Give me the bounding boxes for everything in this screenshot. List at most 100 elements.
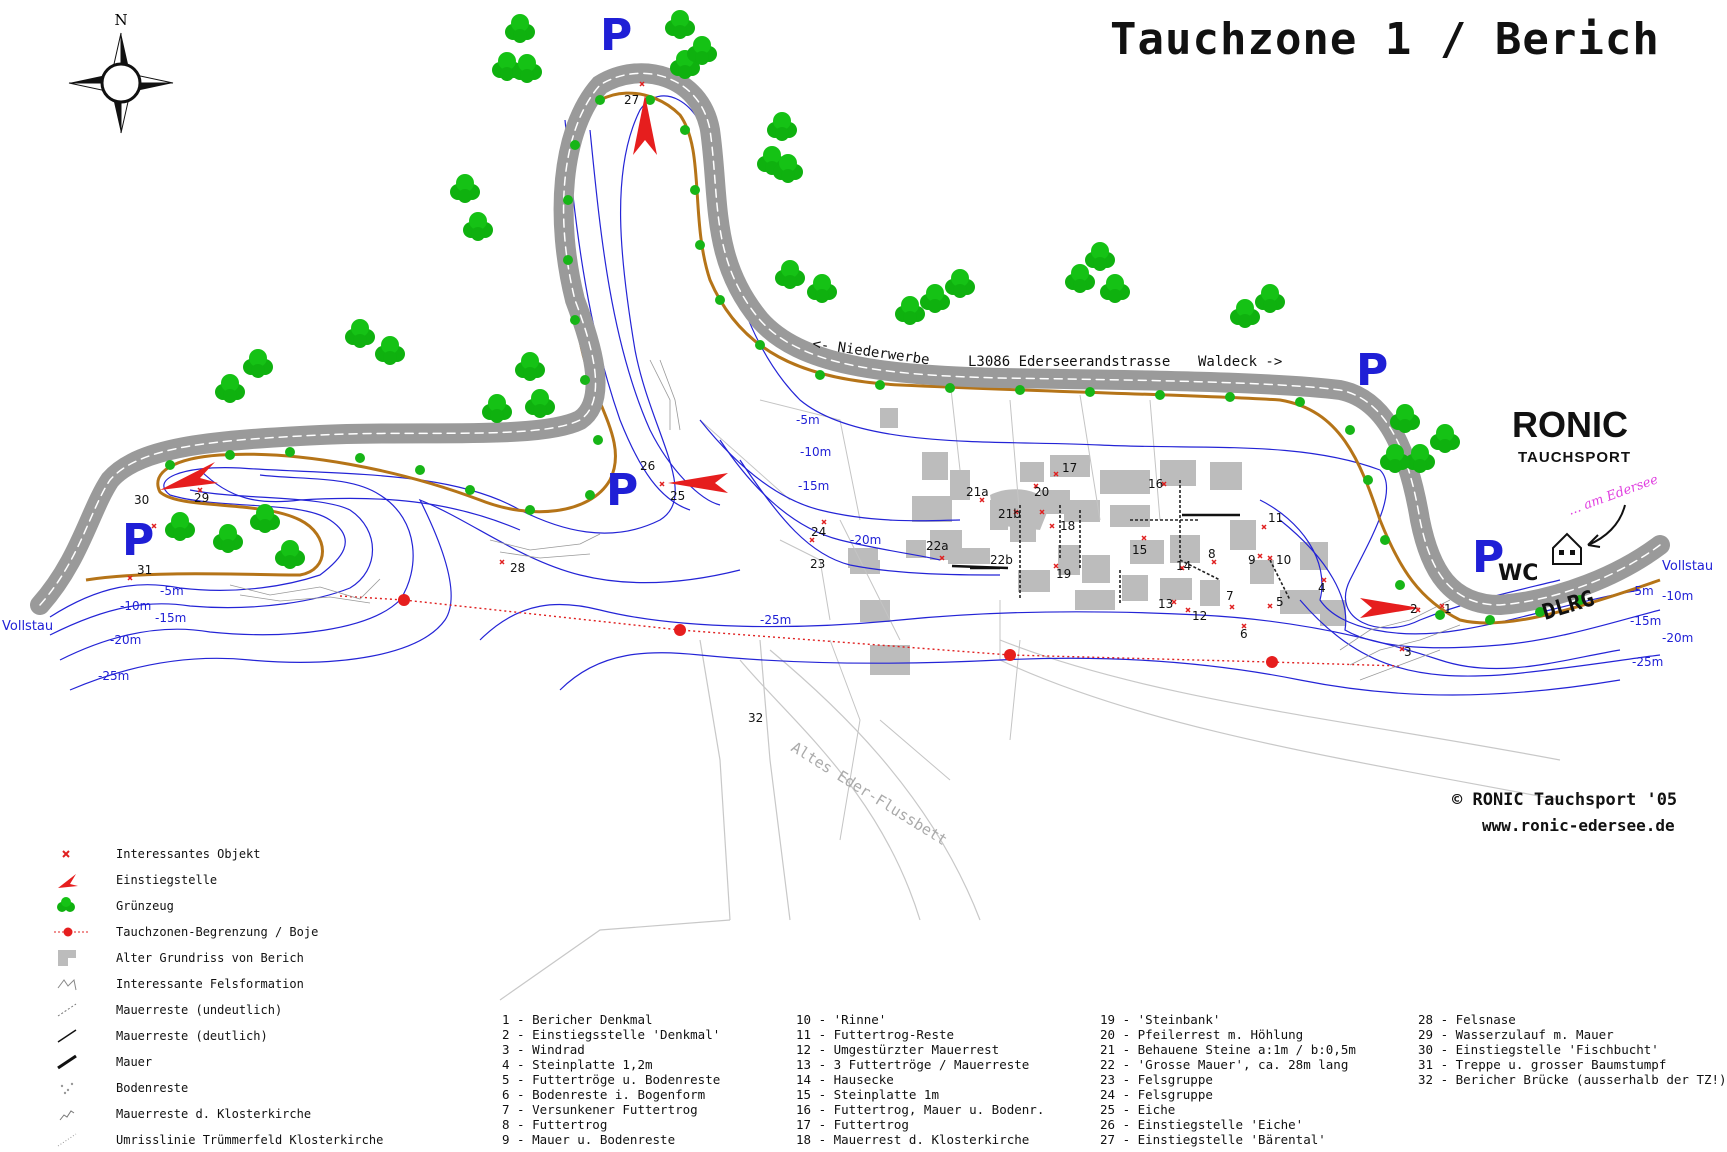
parking-label: P <box>1472 532 1504 583</box>
thick-line-icon <box>57 1054 77 1070</box>
road <box>30 63 1670 616</box>
svg-text:-10m: -10m <box>800 445 831 459</box>
map-title: Tauchzone 1 / Berich <box>1110 14 1660 65</box>
svg-text:25: 25 <box>670 489 685 503</box>
svg-text:3: 3 <box>1404 645 1412 659</box>
parking-label: P <box>606 465 638 516</box>
entry-arrow-2 <box>1360 598 1420 618</box>
church-wall-icon <box>59 1110 75 1121</box>
road-label-right: Waldeck -> <box>1198 354 1282 370</box>
svg-text:10: 10 <box>1276 553 1291 567</box>
svg-text:-15m: -15m <box>798 479 829 493</box>
parking-label: P <box>600 10 632 61</box>
outline-icon <box>57 1133 77 1147</box>
ground-plan-icon <box>58 950 76 966</box>
object-list-column: 19 - 'Steinbank'20 - Pfeilerrest m. Höhl… <box>1100 1012 1356 1147</box>
road-label-center: L3086 Ederseerandstrasse <box>968 354 1170 370</box>
svg-text:27: 27 <box>624 93 639 107</box>
parking-label: P <box>1356 345 1388 396</box>
legend-row: Mauer <box>54 1050 414 1074</box>
svg-text:16: 16 <box>1148 477 1163 491</box>
svg-text:26: 26 <box>640 459 655 473</box>
ronic-logo: RONIC <box>1512 404 1628 445</box>
svg-text:-10m: -10m <box>1662 589 1693 603</box>
svg-text:17: 17 <box>1062 461 1077 475</box>
legend-row: Interessantes Objekt <box>54 842 414 866</box>
svg-text:22a: 22a <box>926 539 949 553</box>
legend-row: Tauchzonen-Begrenzung / Boje <box>54 920 414 944</box>
svg-text:8: 8 <box>1208 547 1216 561</box>
ground-plan <box>848 408 1346 675</box>
svg-text:-5m: -5m <box>160 584 184 598</box>
pointer-arrow-icon <box>1587 504 1626 548</box>
svg-text:-25m: -25m <box>760 613 791 627</box>
buoy <box>1266 656 1278 668</box>
svg-text:-25m: -25m <box>1632 655 1663 669</box>
svg-text:32: 32 <box>748 711 763 725</box>
dots-icon <box>60 1082 74 1095</box>
river-label: Altes Eder-Flussbett <box>788 738 951 849</box>
depth-contours <box>49 95 1661 696</box>
compass-rose: N <box>68 11 174 134</box>
walls <box>951 513 1240 570</box>
entry-arrow-30 <box>160 462 218 490</box>
svg-text:-15m: -15m <box>155 611 186 625</box>
ronic-subtitle: TAUCHSPORT <box>1518 449 1632 466</box>
svg-text:12: 12 <box>1192 609 1207 623</box>
svg-text:21a: 21a <box>966 485 989 499</box>
legend-row: Bodenreste <box>54 1076 414 1100</box>
tree-icon <box>57 897 75 912</box>
rock-formations <box>229 359 1461 681</box>
svg-text:-10m: -10m <box>120 599 151 613</box>
svg-text:14: 14 <box>1176 559 1191 573</box>
legend-row: Einstiegstelle <box>54 868 414 892</box>
buoy <box>1004 649 1016 661</box>
svg-text:-20m: -20m <box>1662 631 1693 645</box>
svg-text:22b: 22b <box>990 553 1013 567</box>
legend-row: Interessante Felsformation <box>54 972 414 996</box>
legend-row: Grünzeug <box>54 894 414 918</box>
dive-zone-boundary <box>339 594 1401 668</box>
svg-text:-20m: -20m <box>850 533 881 547</box>
svg-text:-5m: -5m <box>796 413 820 427</box>
entry-arrow-26 <box>668 473 728 493</box>
svg-text:29: 29 <box>194 491 209 505</box>
svg-text:-25m: -25m <box>98 669 129 683</box>
svg-text:6: 6 <box>1240 627 1248 641</box>
svg-text:2: 2 <box>1410 602 1418 616</box>
point-labels: 1 2 3 4 5 6 7 8 9 10 11 12 13 14 15 16 1… <box>134 93 1452 725</box>
svg-text:24: 24 <box>811 525 826 539</box>
rock-icon <box>57 978 77 991</box>
parking-label: P <box>122 515 154 566</box>
depth-labels: -5m -10m -15m -20m -25m -5m -10m -15m -2… <box>98 413 1693 683</box>
svg-text:28: 28 <box>510 561 525 575</box>
svg-text:-20m: -20m <box>110 633 141 647</box>
red-x-icon <box>62 850 70 858</box>
buoy-line-icon <box>54 927 90 937</box>
vollstau-right: Vollstau <box>1662 559 1713 574</box>
wall-remains-faint <box>699 379 1161 841</box>
svg-text:7: 7 <box>1226 589 1234 603</box>
svg-text:15: 15 <box>1132 543 1147 557</box>
objects <box>127 81 1445 652</box>
legend-row: Umrisslinie Trümmerfeld Klosterkirche <box>54 1128 414 1152</box>
vollstau-left: Vollstau <box>2 619 53 634</box>
svg-text:19: 19 <box>1056 567 1071 581</box>
svg-text:30: 30 <box>134 493 149 507</box>
svg-text:4: 4 <box>1318 581 1326 595</box>
website-link[interactable]: www.ronic-edersee.de <box>1482 816 1675 835</box>
svg-text:-5m: -5m <box>1630 584 1654 598</box>
svg-text:-15m: -15m <box>1630 614 1661 628</box>
svg-text:20: 20 <box>1034 485 1049 499</box>
svg-text:31: 31 <box>137 563 152 577</box>
svg-text:18: 18 <box>1060 519 1075 533</box>
thin-dashed-line-icon <box>57 1003 77 1017</box>
north-label: N <box>114 11 127 29</box>
buoy <box>674 624 686 636</box>
svg-text:23: 23 <box>810 557 825 571</box>
svg-text:9: 9 <box>1248 553 1256 567</box>
